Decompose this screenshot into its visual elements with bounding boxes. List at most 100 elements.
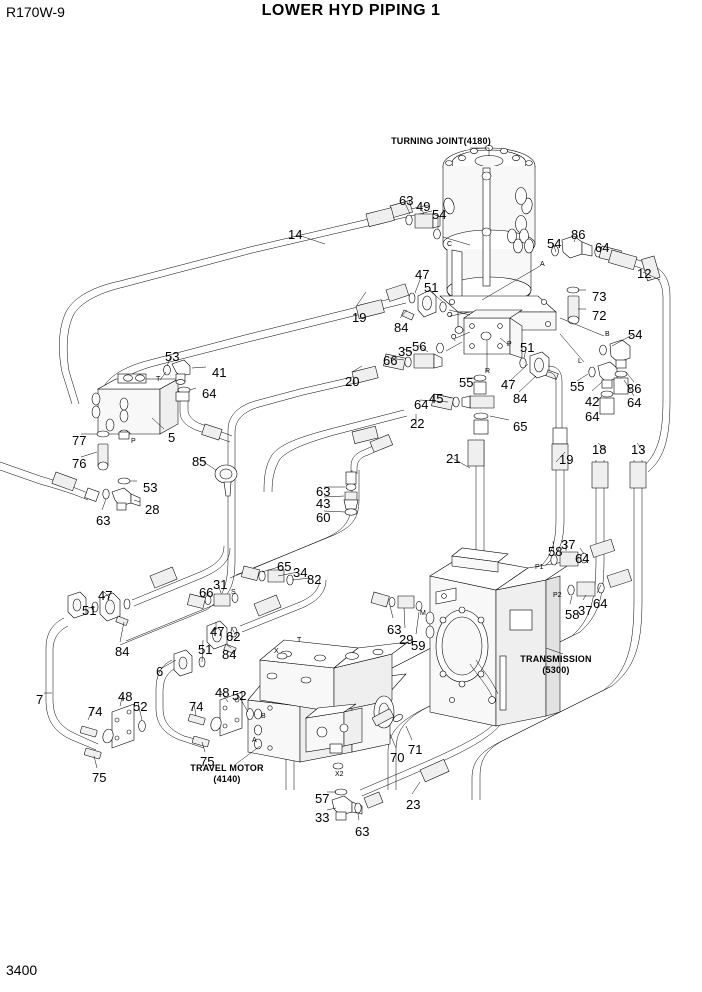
- washer-77: [96, 430, 110, 438]
- adapter-49: [414, 213, 441, 229]
- callout-number: 77: [72, 433, 87, 448]
- flange-47: [417, 289, 437, 318]
- callout-number: 23: [406, 797, 421, 812]
- caption-travel-motor: TRAVEL MOTOR: [190, 763, 264, 773]
- callout-number: 76: [72, 456, 87, 471]
- fitting-59: [370, 591, 423, 611]
- port-letter: M: [420, 610, 426, 617]
- port-letter: T: [297, 637, 302, 644]
- oring-54-b: [599, 344, 607, 356]
- callout-number: 64: [414, 397, 429, 412]
- callout-number: 75: [200, 754, 215, 769]
- callout-number: 74: [88, 704, 103, 719]
- callout-number: 64: [585, 409, 600, 424]
- oring-63-left: [102, 488, 110, 500]
- callout-number: 58: [548, 544, 563, 559]
- callout-number: 54: [628, 327, 643, 342]
- oring-47: [408, 292, 416, 304]
- model-number: R170W-9: [6, 4, 65, 20]
- washer-71: [393, 714, 403, 722]
- callout-number: 54: [432, 207, 447, 222]
- callout-number: 52: [133, 699, 148, 714]
- callout-number: 74: [189, 699, 204, 714]
- callout-number: 58: [565, 607, 580, 622]
- elbow-41: [171, 359, 191, 385]
- callout-number: 48: [215, 685, 230, 700]
- callout-number: 48: [118, 689, 133, 704]
- callout-number: 51: [198, 642, 213, 657]
- port-letter: L: [578, 358, 582, 365]
- port-letter: B: [605, 331, 610, 338]
- oring-65: [473, 412, 489, 420]
- callout-number: 63: [387, 622, 402, 637]
- bolt-84: [401, 309, 415, 321]
- callout-number: 55: [570, 379, 585, 394]
- port-letter: P1: [535, 564, 544, 571]
- callout-number: 53: [143, 480, 158, 495]
- page-number: 3400: [6, 962, 38, 978]
- oring-57: [334, 788, 348, 796]
- fitting-P2: [567, 568, 632, 597]
- callout-number: 37: [561, 537, 576, 552]
- port-letter: A: [540, 261, 545, 268]
- oring-51-p: [519, 357, 527, 369]
- oring-64-b: [614, 370, 628, 378]
- page-title: LOWER HYD PIPING 1: [261, 2, 441, 19]
- port-letter: X2: [335, 771, 344, 778]
- elbow-86: [561, 235, 593, 259]
- oring-64-l: [600, 390, 614, 398]
- oring-63-c: [405, 214, 413, 226]
- oring-51: [439, 301, 447, 313]
- port-letter: Q: [451, 334, 457, 341]
- callout-number: 56: [412, 339, 427, 354]
- callout-number: 73: [592, 289, 607, 304]
- callout-number: 47: [98, 588, 113, 603]
- port-letter: C: [447, 241, 453, 248]
- callout-number: 22: [410, 416, 425, 431]
- callout-number: 66: [383, 353, 398, 368]
- callout-number: 64: [593, 596, 608, 611]
- callout-number: 34: [293, 565, 308, 580]
- callout-number: 60: [316, 510, 331, 525]
- callout-number: 28: [145, 502, 160, 517]
- callout-number: 64: [595, 240, 610, 255]
- callout-number: 12: [637, 266, 652, 281]
- oring-53-top: [163, 364, 171, 376]
- hose7-assembly: [45, 545, 231, 760]
- port-letter: R: [485, 368, 491, 375]
- callout-number: 66: [199, 585, 214, 600]
- oring-53-bottom: [117, 477, 131, 485]
- callout-number: 19: [352, 310, 367, 325]
- callout-number: 63: [316, 484, 331, 499]
- callout-number: 84: [222, 647, 237, 662]
- fitting-P1: [550, 538, 615, 567]
- elbow-86-b: [609, 339, 631, 369]
- bolt-74-mid: [188, 713, 206, 726]
- callout-number: 70: [390, 750, 405, 765]
- callout-number: 45: [429, 391, 444, 406]
- callout-number: 52: [232, 688, 247, 703]
- caption-transmission-code: (5300): [542, 665, 570, 675]
- port-letter: T: [156, 376, 161, 383]
- callout-number: 20: [345, 374, 360, 389]
- callout-number: 82: [307, 572, 322, 587]
- port-letter: S: [231, 589, 236, 596]
- callout-number: 21: [446, 451, 461, 466]
- port-letter: P2: [553, 592, 562, 599]
- port-letter: O: [447, 312, 453, 319]
- callout-number: 49: [416, 199, 431, 214]
- bolt-74-left: [80, 725, 98, 738]
- hose6-assembly: [155, 577, 327, 749]
- callout-number: 86: [571, 227, 586, 242]
- caption-travel-motor-code: (4140): [213, 774, 241, 784]
- callout-number: 41: [212, 365, 227, 380]
- bolt-75-mid: [192, 735, 210, 748]
- oring-63-x2: [354, 802, 362, 814]
- callout-number: 85: [192, 454, 207, 469]
- callout-number: 84: [513, 391, 528, 406]
- callout-number: 51: [424, 280, 439, 295]
- callout-number: 31: [213, 577, 228, 592]
- callout-number: 37: [578, 603, 593, 618]
- port-letter: X: [274, 648, 279, 655]
